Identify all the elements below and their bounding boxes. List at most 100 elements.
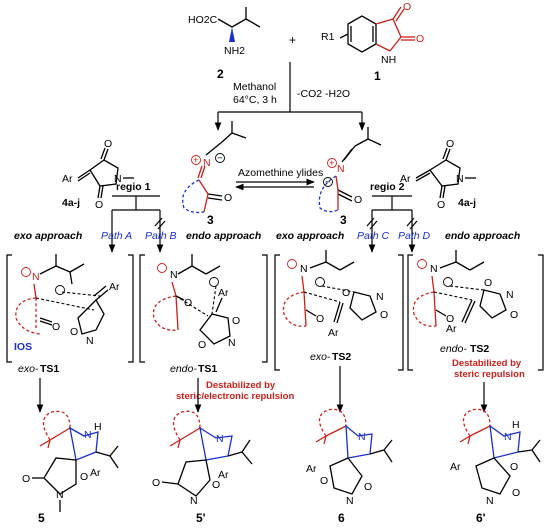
dip-left-o1: O	[104, 138, 112, 150]
regio-2-label: regio 2	[370, 181, 405, 193]
p5p-o2: O	[212, 479, 220, 491]
p5p-n: N	[216, 433, 224, 445]
exo-ts2-structure: N O O N O Ar exo- TS2	[282, 250, 388, 363]
ylide-left: N + − O 3	[182, 121, 247, 227]
p6p-o1: O	[510, 461, 518, 473]
product-5prime-label: 5'	[196, 511, 206, 525]
exo-ts2-o: O	[316, 313, 324, 325]
product-6prime-label: 6'	[476, 511, 486, 525]
ylide-right-minus: −	[325, 177, 331, 188]
note-right-line2: steric repulsion	[454, 369, 525, 380]
p5-n2: N	[56, 489, 64, 501]
endo-ts2-ar: Ar	[446, 323, 457, 335]
p6p-o2: O	[512, 487, 520, 499]
endo-ts2-prefix: endo-	[440, 343, 467, 355]
p6p-n: N	[504, 431, 512, 443]
endo-approach-2: endo approach	[445, 230, 520, 242]
dip-left-n: N	[114, 173, 122, 185]
p6p-h: H	[512, 419, 520, 431]
regio-1-label: regio 1	[116, 181, 151, 193]
p5-h: H	[94, 421, 102, 433]
exo-ts1-n: N	[32, 271, 40, 283]
p6-o2: O	[364, 481, 372, 493]
endo-ts1-ar: Ar	[218, 287, 229, 299]
dip-right-ar: Ar	[400, 173, 411, 185]
isatin-nh: NH	[381, 54, 396, 66]
dipolarophile-left: Ar O N O 4a-j	[62, 138, 134, 211]
p5-n: N	[84, 429, 92, 441]
product-6prime: N H Ar O N O 6'	[450, 408, 541, 525]
endo-ts2-n: N	[430, 263, 438, 275]
endo-ts1-n2: N	[228, 337, 236, 349]
dip-right-o1: O	[446, 138, 454, 150]
dip-left-o2: O	[95, 199, 103, 211]
exo-ts2-n2: N	[376, 291, 384, 303]
compound-1-label: 1	[374, 69, 381, 83]
ylide-right-n: N	[337, 163, 345, 175]
endo-ts2-structure: N O O N O Ar endo- TS2	[412, 250, 518, 355]
ylide-right: N + − O 3	[318, 127, 382, 227]
exo-ts2-n: N	[300, 263, 308, 275]
ylide-left-label: 3	[207, 213, 214, 227]
p6-o1: O	[320, 475, 328, 487]
p5p-ar: Ar	[218, 469, 229, 481]
endo-ts1-o3: O	[198, 339, 206, 351]
product-5: N H O N O Ar 5	[22, 410, 119, 525]
ios-label: IOS	[14, 341, 32, 353]
isatin-structure: R1 O O NH 1	[321, 1, 424, 83]
temp-time-label: 64°C, 3 h	[233, 94, 277, 106]
exo-approach-2: exo approach	[276, 230, 344, 242]
valine-structure: HO2C NH2 2	[188, 7, 261, 81]
ylide-right-o: O	[354, 194, 362, 206]
wedge-bond	[229, 27, 235, 42]
exo-ts2-prefix: exo-	[310, 351, 331, 363]
product-5-label: 5	[38, 511, 45, 525]
dip-left-label: 4a-j	[62, 197, 80, 209]
endo-ts1-n: N	[170, 269, 178, 281]
dipolarophile-right: Ar O N O 4a-j	[400, 138, 476, 211]
product-6-label: 6	[338, 511, 345, 525]
exo-ts1-label: TS1	[40, 363, 59, 375]
exo-ts1-o2: O	[70, 326, 78, 338]
dip-right-o2: O	[437, 199, 445, 211]
plus-sign: +	[289, 33, 296, 47]
exo-ts2-o2: O	[342, 287, 350, 299]
endo-ts1-o2: O	[232, 315, 240, 327]
note-middle-line2: steric/electronic repulsion	[176, 391, 294, 402]
exo-ts2-ar: Ar	[328, 327, 339, 339]
path-a-label: Path A	[101, 230, 132, 242]
endo-ts2-n2: N	[506, 289, 514, 301]
amine-label: NH2	[224, 45, 245, 57]
p5-o1: O	[22, 473, 30, 485]
dip-right-label: 4a-j	[458, 197, 476, 209]
p6p-ar: Ar	[450, 461, 461, 473]
p5-o2: O	[80, 471, 88, 483]
p5p-o1: O	[152, 477, 160, 489]
solvent-label: Methanol	[233, 81, 276, 93]
exo-ts2-o3: O	[380, 309, 388, 321]
ylide-left-o: O	[224, 192, 232, 204]
endo-ts1-o: O	[184, 297, 192, 309]
ylide-left-n: N	[203, 157, 211, 169]
ylide-left-plus: +	[193, 155, 199, 166]
path-b-label: Path B	[145, 230, 177, 242]
endo-ts1-structure: N O Ar O N O endo- TS1	[152, 254, 240, 375]
dip-right-n: N	[456, 173, 464, 185]
p6-n2: N	[346, 495, 354, 507]
exo-ts2-label: TS2	[332, 351, 351, 363]
note-right-line1: Destabilized by	[452, 358, 522, 369]
endo-ts2-label: TS2	[470, 343, 489, 355]
exo-ts1-o: O	[52, 321, 60, 333]
p6-ar: Ar	[306, 463, 317, 475]
endo-ts2-o3: O	[510, 309, 518, 321]
p6p-n2: N	[486, 495, 494, 507]
endo-ts2-o: O	[446, 313, 454, 325]
ylide-title: Azomethine ylides	[238, 167, 323, 179]
product-5prime: N O N O Ar 5'	[152, 410, 253, 525]
product-6: N Ar O N O 6	[306, 408, 393, 525]
endo-ts1-label: TS1	[198, 363, 217, 375]
carboxyl-label: HO2C	[188, 14, 218, 26]
exo-ts1-prefix: exo-	[18, 363, 39, 375]
path-d-label: Path D	[398, 230, 431, 242]
